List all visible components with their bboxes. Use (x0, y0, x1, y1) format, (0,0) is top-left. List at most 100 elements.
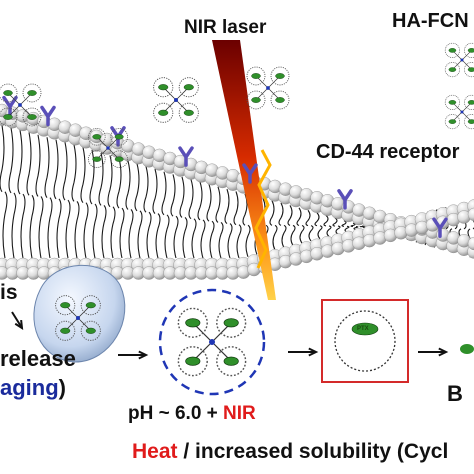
receptor-arm (432, 217, 448, 238)
cyclodextrin-ring (334, 310, 396, 372)
lipid-tail (323, 214, 329, 227)
lipid-tail (197, 181, 203, 221)
lipid-tail (341, 220, 347, 227)
drug-payload (27, 90, 37, 96)
lipid-tail (218, 221, 224, 259)
nanoparticle-cluster (177, 307, 247, 377)
particle-shell (464, 62, 474, 78)
lipid-tail (17, 130, 23, 195)
drug-payload (92, 134, 102, 140)
lipid-tail (8, 127, 14, 194)
drug-payload (275, 73, 285, 79)
drug-payload (448, 100, 457, 105)
particle-shell (0, 107, 18, 127)
cd44-receptor-label: CD-44 receptor (316, 141, 460, 163)
particle-shell (444, 42, 460, 58)
lipid-tail (155, 213, 161, 259)
drug-payload (158, 109, 169, 116)
lipid-tail (0, 125, 5, 193)
receptor-icon (242, 163, 258, 184)
lipid-tail (125, 160, 131, 210)
drug-payload (60, 302, 71, 309)
arrow-head (308, 347, 319, 357)
lipid-tail (269, 200, 275, 226)
lipid-tail (224, 188, 230, 225)
drug-payload (158, 84, 169, 91)
arrow-head (14, 319, 24, 330)
nir-laser-beam (212, 40, 276, 300)
drug-payload (448, 119, 457, 124)
lipid-tail (182, 217, 188, 259)
dashed-release-circle (158, 288, 266, 396)
drug-payload (185, 356, 201, 366)
lipid-tail (179, 176, 185, 218)
lipid-tail (107, 155, 113, 208)
drug-payload (183, 109, 194, 116)
receptor-arm (337, 189, 353, 210)
drug-payload (114, 134, 124, 140)
arrow-head (438, 347, 449, 357)
cluster-core (460, 58, 464, 62)
lipid-tail (74, 201, 80, 259)
lipid-tail (101, 204, 107, 259)
process-arrow (11, 311, 23, 329)
lipid-tail (44, 137, 50, 198)
nir-laser-label: NIR laser (184, 17, 267, 38)
lipid-tail (305, 209, 311, 227)
ptx-label: PTX (357, 326, 369, 332)
lipid-tail (308, 225, 314, 242)
particle-shell (80, 295, 101, 316)
lipid-tail (272, 224, 278, 251)
laser-sparks (254, 149, 272, 269)
receptor-icon (432, 217, 448, 238)
imaging-paren: ) (58, 375, 66, 400)
lipid-tail (26, 132, 32, 196)
drug-payload (185, 318, 201, 328)
receptor-icon (40, 105, 56, 127)
particle-shell (464, 42, 474, 58)
drug-payload (114, 156, 124, 162)
lipid-tail (161, 171, 167, 216)
lipid-tail (296, 207, 302, 227)
release-label: release (0, 346, 76, 371)
lipid-tail (11, 192, 17, 259)
drug-payload (275, 97, 285, 103)
highlight-box (321, 299, 409, 383)
lipid-tail (353, 225, 359, 231)
cluster-core (460, 110, 464, 114)
ha-fcn-label: HA-FCN (392, 10, 469, 32)
drug-payload (448, 48, 457, 53)
lipid-tail (278, 202, 284, 226)
lipid-tail (290, 224, 296, 246)
lipid-tail (200, 219, 206, 259)
drug-payload (251, 97, 261, 103)
receptor-arm (178, 146, 194, 167)
receptor-icon (337, 189, 353, 210)
cluster-core (76, 316, 80, 320)
lipid-tail (38, 196, 44, 259)
lipid-tail (209, 220, 215, 259)
lipid-tail (53, 139, 59, 200)
cluster-core (266, 86, 270, 90)
cluster-core (174, 98, 178, 102)
lipid-tail (146, 211, 152, 259)
lipid-tail (236, 224, 242, 259)
heat-solubility-label: Heat / increased solubility (Cycl (132, 441, 448, 462)
drug-payload (3, 114, 13, 120)
process-arrows (11, 311, 449, 360)
lipid-tail (173, 215, 179, 259)
lipid-tail (98, 152, 104, 206)
lipid-tail (350, 222, 356, 228)
lipid-tail (134, 163, 140, 212)
particle-shell (246, 90, 266, 110)
drug-payload (85, 327, 96, 334)
lipid-tail (164, 214, 170, 259)
drug-payload (3, 90, 13, 96)
receptor-arm (40, 105, 56, 127)
nanoparticle-cluster (444, 42, 474, 78)
particle-shell (246, 66, 266, 86)
lipid-tail (152, 168, 158, 214)
drug-payload (251, 73, 261, 79)
lipid-tail (188, 179, 194, 220)
particle-shell (444, 94, 460, 110)
